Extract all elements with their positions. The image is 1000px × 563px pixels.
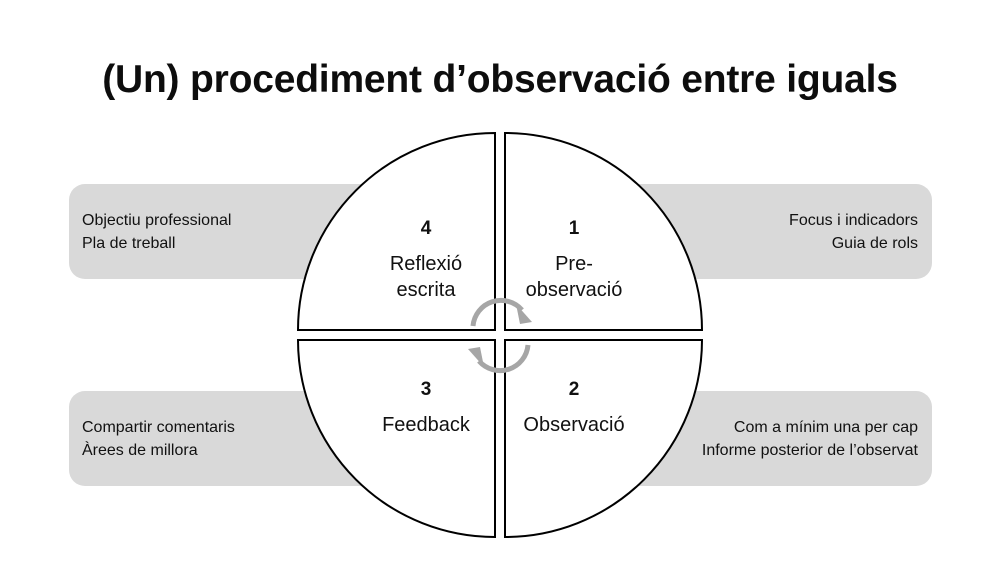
quadrant-name-line: Reflexió (389, 253, 463, 275)
quadrant-4-shape (296, 131, 496, 331)
quadrant-name-line: escrita (396, 279, 456, 301)
side-box-line: Guia de rols (831, 235, 918, 252)
quadrant-2-shape (504, 339, 704, 539)
quadrant-name-line: observació (525, 279, 623, 301)
side-box-line: Àrees de millora (82, 442, 198, 459)
side-box-bottom-right-text: Com a mínim una per cap Informe posterio… (702, 416, 918, 462)
quadrant-1-label: 1 Pre- observació (489, 217, 659, 303)
side-box-top-left-text: Objectiu professional Pla de treball (82, 209, 231, 255)
quadrant-3-shape (296, 339, 496, 539)
side-box-line: Compartir comentaris (82, 419, 235, 436)
side-box-line: Objectiu professional (82, 212, 232, 229)
quadrant-number: 2 (568, 379, 580, 400)
quadrant-3-label: 3 Feedback (341, 378, 511, 438)
quadrant-name-line: Feedback (382, 414, 470, 436)
quadrant-name-line: Pre- (555, 253, 593, 275)
side-box-line: Focus i indicadors (789, 212, 918, 229)
side-box-bottom-left-text: Compartir comentaris Àrees de millora (82, 416, 235, 462)
quadrant-number: 3 (420, 379, 432, 400)
side-box-line: Pla de treball (82, 235, 176, 252)
quadrant-1-shape (504, 131, 704, 331)
side-box-line: Informe posterior de l’observat (701, 442, 918, 459)
quadrant-number: 4 (420, 218, 432, 239)
side-box-line: Com a mínim una per cap (733, 419, 918, 436)
quadrant-2-label: 2 Observació (489, 378, 659, 438)
quadrant-name-line: Observació (523, 414, 625, 436)
quadrant-4-label: 4 Reflexió escrita (341, 217, 511, 303)
page-title: (Un) procediment d’observació entre igua… (102, 58, 898, 101)
side-box-top-right-text: Focus i indicadors Guia de rols (789, 209, 918, 255)
circular-arrows-icon (468, 297, 532, 374)
quadrant-number: 1 (568, 218, 580, 239)
